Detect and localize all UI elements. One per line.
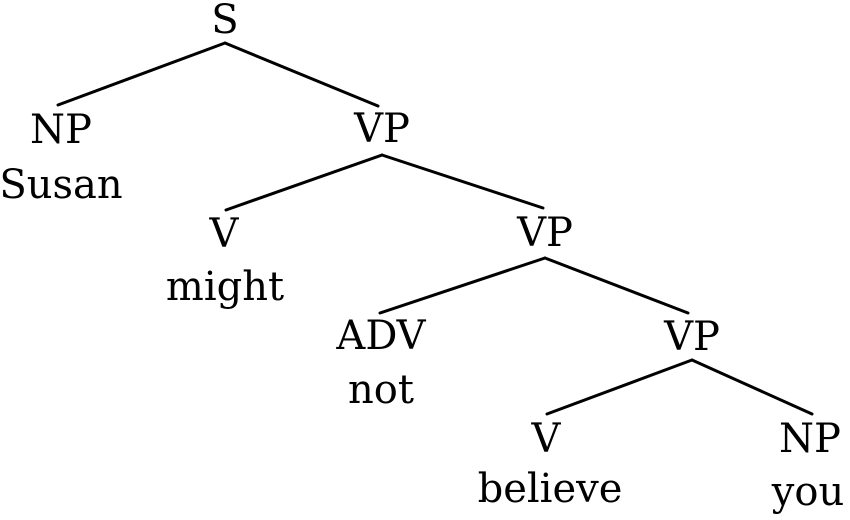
branch-vp-inner-to-v-main <box>545 358 694 416</box>
branch-vp-outer-to-vp-mid <box>380 153 545 210</box>
branch-s-to-np-subject <box>56 41 227 107</box>
branch-vp-mid-to-vp-inner <box>543 256 690 315</box>
node-label-np-subject: NP <box>30 107 92 153</box>
branch-vp-mid-to-adv <box>378 256 547 315</box>
node-label-v-main: V <box>531 416 561 462</box>
node-label-adv: ADV <box>336 313 426 359</box>
terminal-word-not: not <box>348 367 414 413</box>
node-label-vp-outer: VP <box>354 106 410 152</box>
node-label-v-aux: V <box>209 211 239 257</box>
terminal-word-might: might <box>165 264 285 310</box>
terminal-word-believe: believe <box>477 466 623 512</box>
node-label-np-object: NP <box>779 416 841 462</box>
branch-vp-inner-to-np-object <box>690 358 814 416</box>
terminal-word-you: you <box>771 469 845 515</box>
terminal-word-susan: Susan <box>0 162 123 208</box>
node-label-vp-mid: VP <box>517 210 573 256</box>
branch-s-to-vp-outer <box>223 41 380 108</box>
branch-vp-outer-to-v-aux <box>224 153 384 212</box>
node-label-s: S <box>211 0 239 43</box>
node-label-vp-inner: VP <box>664 314 720 360</box>
